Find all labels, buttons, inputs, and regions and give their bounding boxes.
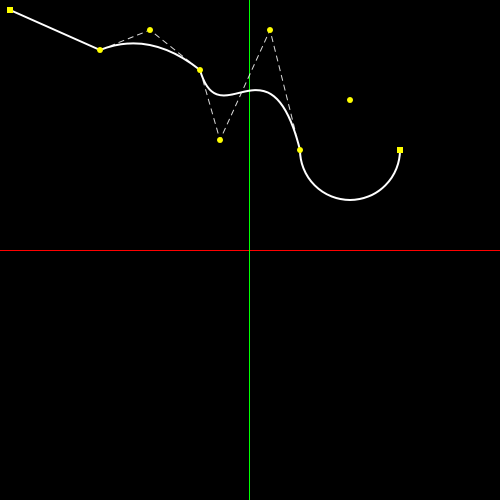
control-polygon-quadratic [99,29,201,71]
cubic-end-point [297,147,303,153]
curve-segment-quadratic [99,42,201,71]
end-point [397,147,403,153]
start-point [7,7,13,13]
curve-segment-arc [299,149,401,201]
quadratic-end-point [197,67,203,73]
cubic-control-point-1 [217,137,223,143]
control-polygon-cubic [199,28,301,151]
curve-segment-cubic [199,69,301,151]
line-end-point [97,47,103,53]
quadratic-control-point [147,27,153,33]
cubic-control-point-2 [267,27,273,33]
curve-segment-line [9,9,101,51]
arc-mid-point [347,97,353,103]
